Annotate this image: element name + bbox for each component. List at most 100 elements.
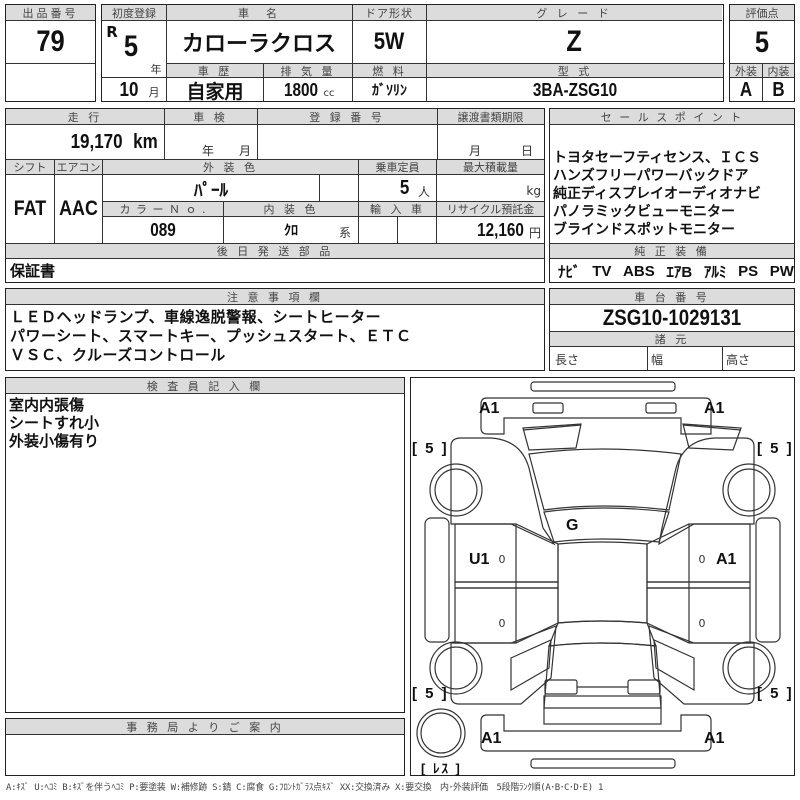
genuine-equipment-header: 純 正 装 備 xyxy=(550,244,794,259)
era-label: R xyxy=(106,23,118,41)
mileage-cell: 19,170 km xyxy=(6,125,164,159)
inspector-notes-header: 検 査 員 記 入 欄 xyxy=(6,378,404,394)
inspector-note-line: シートすれ小 xyxy=(9,414,100,432)
inspector-notes-list: 室内内張傷 シートすれ小 外装小傷有り xyxy=(9,396,99,450)
tire-front-right: [ 5 ] xyxy=(757,440,794,457)
transfer-deadline-month-unit: 月 xyxy=(468,143,481,158)
registration-number-header: 登 録 番 号 xyxy=(257,109,437,125)
genuine-equipment-list: ﾅﾋﾞ TV ABS ｴｱB ｱﾙﾐ PS PW xyxy=(558,260,794,282)
first-registration-header: 初度登録 xyxy=(102,5,166,21)
registration-month: 10 xyxy=(119,79,139,101)
interior-color-unit: 系 xyxy=(338,225,351,240)
zero-mark: 0 xyxy=(698,616,706,630)
sales-points-box: セ ー ル ス ポ イ ン ト トヨタセーフティセンス、ＩＣＳ ハンズフリーパワ… xyxy=(549,108,795,283)
equipment-alloy: ｱﾙﾐ xyxy=(703,263,727,281)
exterior-score-header: 外装 xyxy=(730,64,762,78)
spare-tire: [ ﾚｽ ] xyxy=(421,761,462,776)
sales-point-line: ブラインドスポットモニター xyxy=(553,222,735,238)
equipment-ps: PS xyxy=(738,262,759,280)
damage-rear-left: A1 xyxy=(481,730,502,747)
shift-header: シフト xyxy=(6,160,54,175)
zero-mark: 0 xyxy=(498,616,506,630)
tire-front-left: [ 5 ] xyxy=(412,440,449,457)
equipment-airbag: ｴｱB xyxy=(666,263,693,281)
office-notice-value xyxy=(6,735,404,775)
exterior-color-header: 外 装 色 xyxy=(103,160,358,175)
registration-year-unit: 年 xyxy=(150,63,162,75)
mileage-unit: km xyxy=(133,130,158,153)
grade-header: グ レ ー ド xyxy=(426,5,722,21)
damage-windshield: G xyxy=(566,517,579,534)
exterior-score-value: A xyxy=(739,79,753,101)
mileage-value: 19,170 xyxy=(70,130,123,153)
sales-point-line: 純正ディスプレイオーディオナビ xyxy=(553,186,762,202)
note-line: パワーシート、スマートキー、プッシュスタート、ＥＴＣ xyxy=(10,327,412,345)
office-notice-box: 事 務 局 よ り ご 案 内 xyxy=(5,718,405,776)
car-outline-diagram xyxy=(416,381,781,769)
door-type-value: 5W xyxy=(373,28,405,55)
displacement-unit: cc xyxy=(323,87,335,99)
inspector-notes-box: 検 査 員 記 入 欄 室内内張傷 シートすれ小 外装小傷有り xyxy=(5,377,405,713)
grade-value: Z xyxy=(566,25,582,58)
capacity-value: 5 xyxy=(399,176,410,199)
aircon-value: AAC xyxy=(59,197,98,220)
inspector-note-line: 外装小傷有り xyxy=(9,432,100,450)
score-value: 5 xyxy=(754,26,770,59)
score-box: 評価点 5 外装 内装 A B xyxy=(729,4,795,102)
inspection-header: 車 検 xyxy=(164,109,257,125)
damage-code-legend: A:ｷｽﾞ U:ﾍｺﾐ B:ｷｽﾞを伴うﾍｺﾐ P:要塗装 W:補修跡 S:錆 … xyxy=(6,783,604,793)
exterior-color-value: ﾊﾟｰﾙ xyxy=(194,180,228,201)
notes-box: 注 意 事 項 欄 ＬＥＤヘッドランプ、車線逸脱警報、シートヒーター パワーシー… xyxy=(5,288,545,371)
note-line: ＬＥＤヘッドランプ、車線逸脱警報、シートヒーター xyxy=(10,308,382,326)
chassis-number-value: ZSG10-1029131 xyxy=(602,305,742,330)
damage-left-side: U1 xyxy=(469,551,490,568)
sales-points-list: トヨタセーフティセンス、ＩＣＳ ハンズフリーパワーバックドア 純正ディスプレイオ… xyxy=(553,149,793,239)
equipment-pw: PW xyxy=(769,262,794,280)
sales-point-line: パノラミックビューモニター xyxy=(553,204,735,220)
max-load-unit: kg xyxy=(526,184,541,198)
import-value xyxy=(359,217,397,243)
damage-front-left: A1 xyxy=(479,400,500,417)
length-label: 長さ xyxy=(555,352,580,367)
max-load-cell: kg xyxy=(437,175,544,201)
aircon-header: エアコン xyxy=(55,160,102,175)
mileage-header: 走 行 xyxy=(6,109,164,125)
fuel-value: ｶﾞｿﾘﾝ xyxy=(372,83,407,99)
inspection-year-unit: 年 xyxy=(201,143,214,158)
color-number-header: カ ラ ー Ｎ ｏ . xyxy=(103,202,223,217)
displacement-value: 1800 xyxy=(284,79,319,100)
sales-points-header: セ ー ル ス ポ イ ン ト xyxy=(550,109,794,125)
interior-color-value: ｸﾛ xyxy=(284,223,298,239)
lot-number-value: 79 xyxy=(36,25,65,58)
car-name-value: カローラクロス xyxy=(181,32,336,57)
tire-rear-right: [ 5 ] xyxy=(757,685,794,702)
later-parts-header: 後 日 発 送 部 品 xyxy=(6,244,544,259)
note-line: ＶＳＣ、クルーズコントロール xyxy=(10,346,226,364)
inspector-note-line: 室内内張傷 xyxy=(9,396,85,414)
equipment-navi: ﾅﾋﾞ xyxy=(558,263,581,281)
model-code-header: 型 式 xyxy=(427,64,723,78)
color-number-value: 089 xyxy=(150,219,176,240)
registration-number-value xyxy=(257,125,437,159)
damage-front-right: A1 xyxy=(704,400,725,417)
car-name-header: 車 名 xyxy=(166,5,352,21)
width-label: 幅 xyxy=(651,352,664,367)
damage-rear-right: A1 xyxy=(704,730,725,747)
zero-mark: 0 xyxy=(698,552,706,566)
dimensions-header: 諸 元 xyxy=(550,332,794,347)
import-header: 輸 入 車 xyxy=(359,202,436,217)
capacity-header: 乗車定員 xyxy=(359,160,436,175)
zero-mark: 0 xyxy=(498,552,506,566)
history-value: 自家用 xyxy=(186,80,244,102)
damage-diagram-box: A1 A1 G U1 A1 A1 A1 0 0 0 0 [ 5 ] [ 5 ] … xyxy=(410,377,795,776)
chassis-box: 車 台 番 号 ZSG10-1029131 諸 元 長さ 幅 高さ xyxy=(549,288,795,371)
lot-number-header: 出品番号 xyxy=(6,5,95,21)
details-box: 走 行 車 検 登 録 番 号 譲渡書類期限 19,170 km 年 月 月 日… xyxy=(5,108,545,283)
recycle-fee-unit: 円 xyxy=(528,225,541,240)
recycle-fee-header: リサイクル預託金 xyxy=(437,202,544,217)
capacity-cell: 5 人 xyxy=(359,175,436,201)
transfer-deadline-day-unit: 日 xyxy=(520,143,533,158)
recycle-fee-cell: 12,160 円 xyxy=(437,217,544,243)
equipment-abs: ABS xyxy=(623,262,655,280)
max-load-header: 最大積載量 xyxy=(437,160,544,175)
